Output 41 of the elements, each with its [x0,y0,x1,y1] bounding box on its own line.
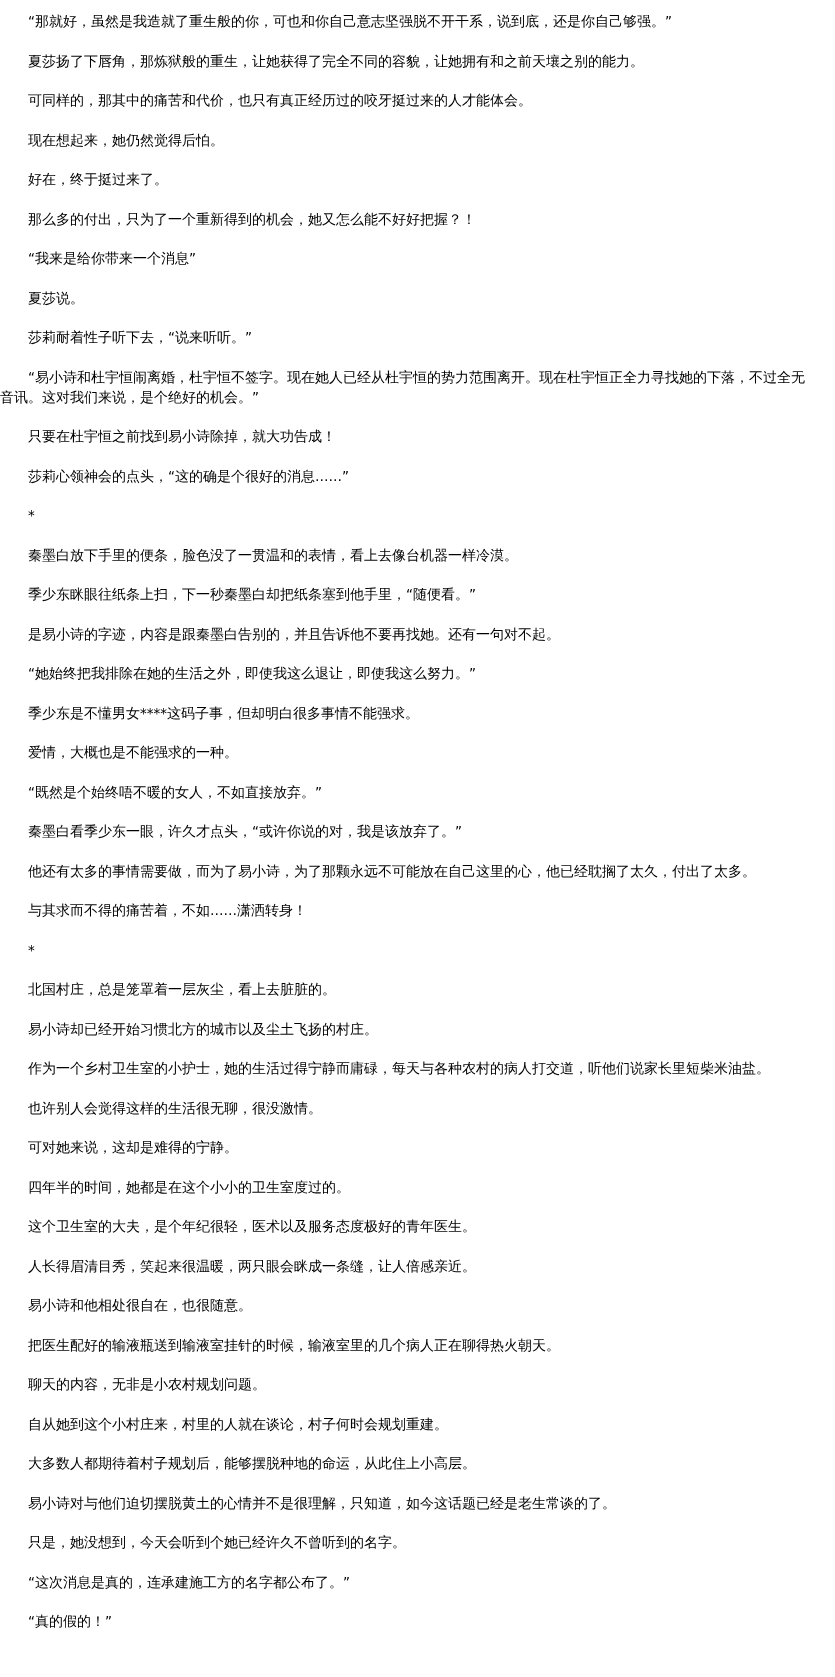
paragraph: 聊天的内容，无非是小农村规划问题。 [27,1375,267,1394]
paragraph: 这个卫生室的大夫，是个年纪很轻，医术以及服务态度极好的青年医生。 [27,1217,477,1236]
paragraph: 大多数人都期待着村子规划后，能够摆脱种地的命运，从此住上小高层。 [27,1454,477,1473]
paragraph: 人长得眉清目秀，笑起来很温暖，两只眼会眯成一条缝，让人倍感亲近。 [27,1256,477,1276]
paragraph: “我来是给你带来一个消息” [27,249,197,268]
paragraph: 也许别人会觉得这样的生活很无聊，很没激情。 [27,1098,323,1118]
paragraph: 易小诗和他相处很自在，也很随意。 [27,1296,253,1315]
paragraph: “既然是个始终唔不暖的女人，不如直接放弃。” [27,782,323,802]
paragraph: “那就好，虽然是我造就了重生般的你，可也和你自己意志坚强脱不开干系，说到底，还是你自己够强。” [27,12,673,31]
paragraph: 易小诗对与他们迫切摆脱黄土的心情并不是很理解，只知道，如今这话题已经是老生常谈的了。 [27,1493,617,1513]
paragraph: 可同样的，那其中的痛苦和代价，也只有真正经历过的咬牙挺过来的人才能体会。 [27,91,533,110]
paragraph: 可对她来说，这却是难得的宁静。 [27,1138,239,1157]
paragraph: 秦墨白看季少东一眼，许久才点头，“或许你说的对，我是该放弃了。” [27,822,463,841]
paragraph: 秦墨白放下手里的便条，脸色没了一贯温和的表情，看上去像台机器一样冷漠。 [27,545,519,565]
paragraph: * [27,940,36,960]
paragraph: 只是，她没想到，今天会听到个她已经许久不曾听到的名字。 [27,1533,407,1552]
paragraph: * [27,506,36,525]
paragraph: 只要在杜宇恒之前找到易小诗除掉，就大功告成！ [27,427,337,446]
paragraph: 四年半的时间，她都是在这个小小的卫生室度过的。 [27,1177,351,1197]
paragraph: 季少东眯眼往纸条上扫，下一秒秦墨白却把纸条塞到他手里，“随便看。” [27,585,477,604]
paragraph: “这次消息是真的，连承建施工方的名字都公布了。” [27,1572,351,1592]
paragraph: 季少东是不懂男女****这码子事，但却明白很多事情不能强求。 [27,703,420,723]
paragraph: 爱情，大概也是不能强求的一种。 [27,743,239,762]
paragraph: 夏莎扬了下唇角，那炼狱般的重生，让她获得了完全不同的容貌，让她拥有和之前天壤之别的能力。 [27,51,645,71]
paragraph: “真的假的！” [27,1612,113,1631]
paragraph: 与其求而不得的痛苦着，不如……潇洒转身！ [27,901,308,920]
paragraph: 他还有太多的事情需要做，而为了易小诗，为了那颗永远不可能放在自己这里的心，他已经耽搁了太久，付出了太多。 [27,861,757,881]
paragraph: “她始终把我排除在她的生活之外，即使我这么退让，即使我这么努力。” [27,664,477,683]
paragraph: 把医生配好的输液瓶送到输液室挂针的时候，输液室里的几个病人正在聊得热火朝天。 [27,1335,561,1355]
paragraph: 那么多的付出，只为了一个重新得到的机会，她又怎么能不好好把握？！ [27,209,477,229]
paragraph: 是易小诗的字迹，内容是跟秦墨白告别的，并且告诉他不要再找她。还有一句对不起。 [27,624,561,644]
paragraph: 北国村庄，总是笼罩着一层灰尘，看上去脏脏的。 [27,980,337,999]
paragraph: 莎莉耐着性子听下去，“说来听听。” [27,328,253,347]
paragraph: 作为一个乡村卫生室的小护士，她的生活过得宁静而庸碌，每天与各种农村的病人打交道，听他们说家长里短柴米油盐。 [27,1059,771,1078]
paragraph: 莎莉心领神会的点头，“这的确是个很好的消息……” [27,466,350,486]
paragraph: 好在，终于挺过来了。 [27,170,169,189]
paragraph: 夏莎说。 [27,288,85,308]
paragraph: 易小诗却已经开始习惯北方的城市以及尘土飞扬的村庄。 [27,1019,379,1039]
paragraph: 现在想起来，她仍然觉得后怕。 [27,130,225,150]
paragraph: 自从她到这个小村庄来，村里的人就在谈论，村子何时会规划重建。 [27,1414,449,1434]
paragraph: “易小诗和杜宇恒闹离婚，杜宇恒不签字。现在她人已经从杜宇恒的势力范围离开。现在杜宇恒正全力寻找她的下落，不过全无音讯。这对我们来说，是个绝好的机会。” [0,367,806,407]
